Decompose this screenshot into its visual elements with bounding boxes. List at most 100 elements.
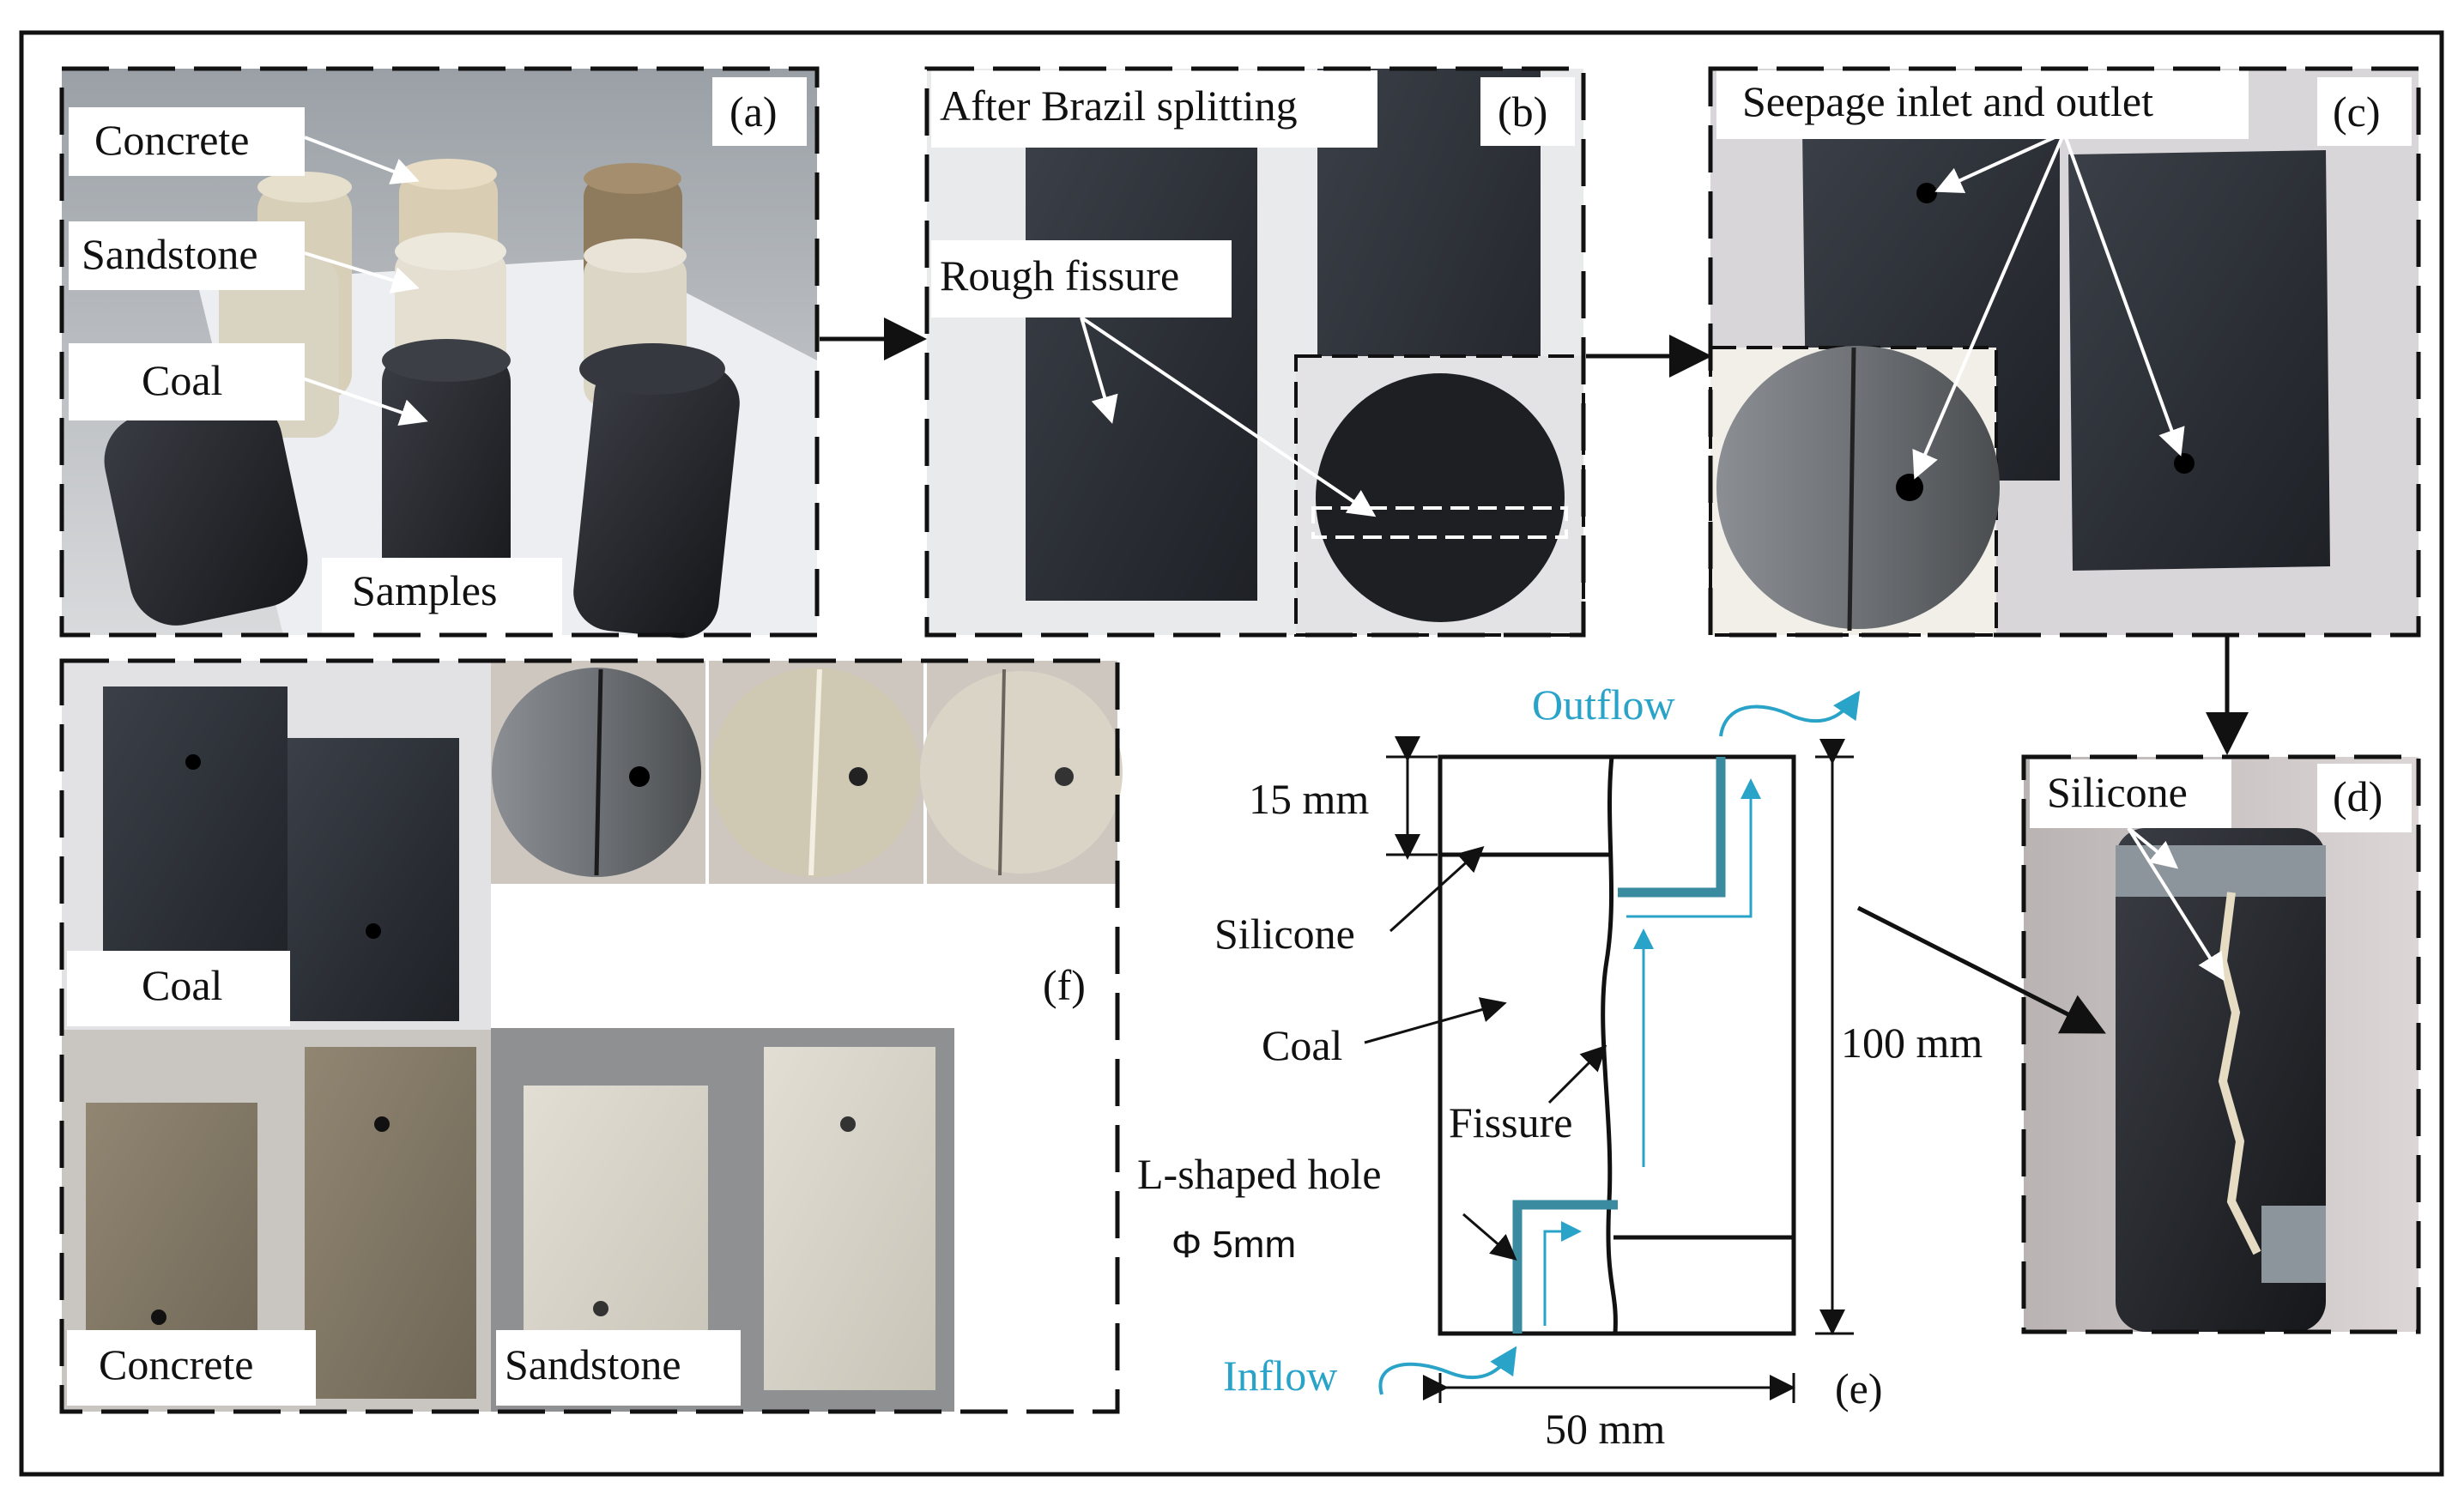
label-box: [67, 1330, 316, 1406]
label-fissure-e: Fissure: [1449, 1098, 1572, 1146]
split-line: [1847, 347, 1856, 632]
pointer-arrow: [2127, 826, 2225, 982]
coal-half-slab: [288, 738, 459, 1021]
label-box: [2030, 759, 2231, 828]
concrete-sample-top: [584, 163, 681, 194]
sandstone-sample-top: [584, 239, 687, 273]
label-samples: Samples: [352, 566, 497, 614]
inflow-arrow: [1378, 1346, 1517, 1395]
panel-b-frame: [924, 66, 1586, 638]
label-concrete-f: Concrete: [99, 1340, 253, 1388]
seepage-hole: [1916, 183, 1937, 203]
label-box: [1716, 70, 2249, 139]
coal-sample-top: [382, 339, 511, 382]
label-coal-f: Coal: [142, 961, 222, 1009]
split-line: [998, 668, 1006, 876]
label-silicone-e: Silicone: [1214, 910, 1355, 958]
panel-c-frame: [1708, 66, 2421, 638]
flow-path-arrow: [1543, 1221, 1582, 1326]
tag-box: [1480, 77, 1575, 146]
label-silicone: Silicone: [2047, 768, 2188, 816]
seepage-hole: [366, 923, 381, 939]
split-coal-disc: [1716, 346, 2000, 629]
seepage-hole: [629, 766, 650, 787]
label-coal-e: Coal: [1262, 1021, 1342, 1069]
sandstone-sample-top: [395, 233, 506, 270]
panel-f-tag: (f): [1043, 961, 1086, 1009]
l-shaped-hole-outlet: [1618, 757, 1726, 898]
label-diameter: Φ 5mm: [1171, 1224, 1296, 1266]
coal-half-slab: [2068, 150, 2330, 571]
label-box: [69, 343, 305, 420]
tag-box: [2317, 764, 2412, 832]
coal-sample: [104, 396, 308, 626]
coal-sample-top: [579, 343, 725, 395]
label-box: [67, 951, 290, 1026]
label-box: [931, 70, 1377, 148]
seepage-hole: [2174, 453, 2195, 474]
outflow-arrow: [1719, 690, 1861, 737]
pointer-arrow: [1912, 132, 2066, 480]
pointer-arrow: [2062, 132, 2185, 457]
panel-a: Concrete Sandstone Coal Samples (a): [59, 66, 820, 638]
coal-sample: [573, 357, 740, 638]
seepage-hole: [849, 767, 868, 786]
callout-line: [1389, 845, 1485, 933]
panel-d: Silicone (d): [2021, 754, 2421, 1334]
tag-box: [2317, 77, 2412, 146]
label-box: [931, 240, 1232, 318]
split-line: [808, 668, 822, 876]
panel-e-tag: (e): [1835, 1364, 1883, 1412]
label-box: [322, 558, 562, 635]
label-rough-fissure: Rough fissure: [940, 251, 1179, 299]
panel-e: Outflow Inflow 15 mm 100 mm 50 mm Silico…: [1137, 680, 1983, 1453]
panel-f-frame: [59, 658, 1120, 1414]
callout-line: [1462, 1213, 1517, 1261]
callout-line: [1364, 997, 1507, 1044]
tag-box: [712, 77, 807, 146]
label-box: [69, 221, 305, 290]
seepage-hole: [1896, 474, 1923, 501]
label-seepage: Seepage inlet and outlet: [1742, 77, 2153, 125]
pointer-arrow: [1080, 316, 1377, 517]
label-outflow: Outflow: [1532, 680, 1675, 729]
seepage-hole: [593, 1301, 608, 1316]
label-after-splitting: After Brazil splitting: [940, 82, 1298, 130]
pointer-arrow: [304, 251, 420, 294]
split-line: [594, 668, 603, 876]
pointer-arrow: [1080, 317, 1118, 424]
label-dim-50: 50 mm: [1545, 1405, 1665, 1453]
disc-divider: [705, 661, 709, 884]
label-sandstone: Sandstone: [82, 230, 258, 278]
seepage-hole: [151, 1309, 166, 1325]
panel-c-tag: (c): [2333, 88, 2381, 136]
panel-b-tag: (b): [1498, 88, 1547, 136]
fissure-highlight: [1311, 506, 1568, 539]
label-box: [496, 1330, 741, 1406]
sandstone-half-slab: [764, 1047, 935, 1390]
label-dim-15: 15 mm: [1249, 775, 1369, 823]
label-dim-100: 100 mm: [1841, 1019, 1983, 1067]
split-sandstone-disc: [920, 671, 1123, 874]
concrete-sample-top: [399, 159, 497, 190]
label-box: [69, 107, 305, 176]
panel-d-frame: [2021, 754, 2421, 1334]
label-sandstone-f: Sandstone: [505, 1340, 681, 1388]
panel-c: Seepage inlet and outlet (c): [1708, 66, 2421, 638]
silicone-cap: [2116, 845, 2326, 897]
panel-d-tag: (d): [2333, 772, 2382, 820]
silicone-cap: [2261, 1206, 2326, 1283]
panel-b: After Brazil splitting (b) Rough fissure: [924, 66, 1586, 638]
flow-arrow-e-to-d: [1856, 905, 2106, 1034]
concrete-sample-top: [257, 172, 352, 203]
seepage-hole: [374, 1116, 390, 1132]
panel-a-tag: (a): [730, 88, 778, 136]
seepage-hole: [185, 754, 201, 770]
label-concrete: Concrete: [94, 116, 249, 164]
coal-half-slab: [1026, 137, 1257, 601]
panel-a-frame: [59, 66, 820, 638]
label-coal: Coal: [142, 356, 222, 404]
panel-f: Coal (f) Concrete Sandstone: [59, 658, 1123, 1414]
pointer-arrow: [300, 376, 428, 426]
